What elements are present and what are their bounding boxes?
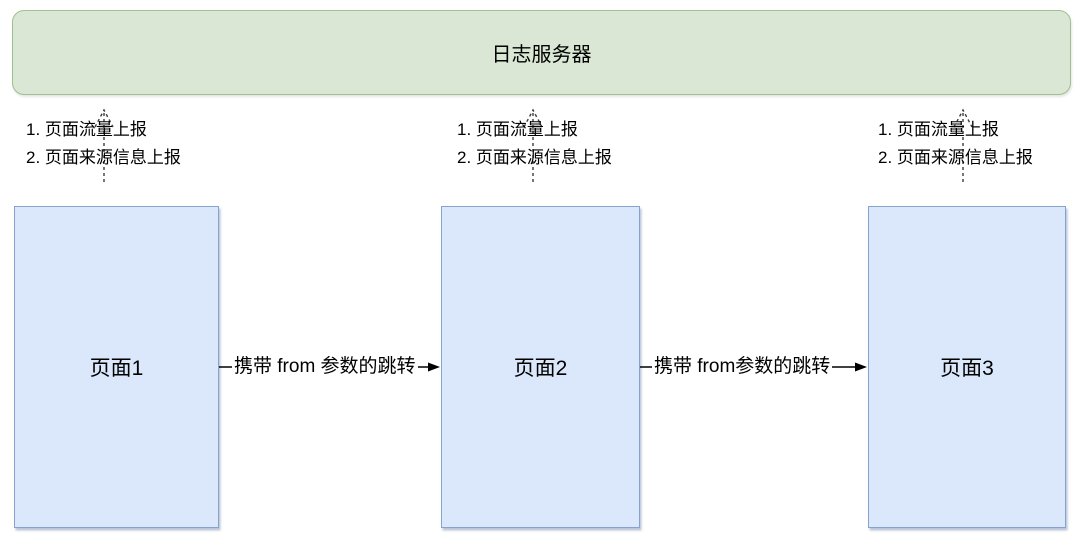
page-3-box: 页面3	[868, 206, 1066, 528]
report-arrow-up-icon	[94, 108, 114, 182]
jump-arrow-2-label: 携带 from参数的跳转	[652, 355, 833, 379]
page-3-label: 页面3	[940, 357, 994, 380]
report-note-line: 1. 页面流量上报	[878, 120, 999, 139]
log-server-label: 日志服务器	[491, 44, 592, 66]
log-server-box: 日志服务器	[12, 10, 1071, 95]
report-note-2: 1. 页面流量上报 2. 页面来源信息上报	[457, 116, 612, 172]
report-note-line: 1. 页面流量上报	[26, 120, 147, 139]
report-arrow-up-icon	[523, 108, 543, 182]
page-1-box: 页面1	[14, 206, 219, 528]
report-note-3: 1. 页面流量上报 2. 页面来源信息上报	[878, 116, 1033, 172]
page-2-label: 页面2	[513, 357, 568, 380]
report-note-line: 1. 页面流量上报	[457, 120, 578, 139]
report-note-line: 2. 页面来源信息上报	[457, 148, 612, 167]
report-note-1: 1. 页面流量上报 2. 页面来源信息上报	[26, 116, 181, 172]
jump-arrow-1-label: 携带 from 参数的跳转	[232, 355, 418, 379]
report-note-line: 2. 页面来源信息上报	[26, 148, 181, 167]
report-arrow-up-icon	[953, 108, 973, 182]
page-2-box: 页面2	[441, 206, 640, 528]
report-note-line: 2. 页面来源信息上报	[878, 148, 1033, 167]
page-1-label: 页面1	[89, 357, 144, 380]
